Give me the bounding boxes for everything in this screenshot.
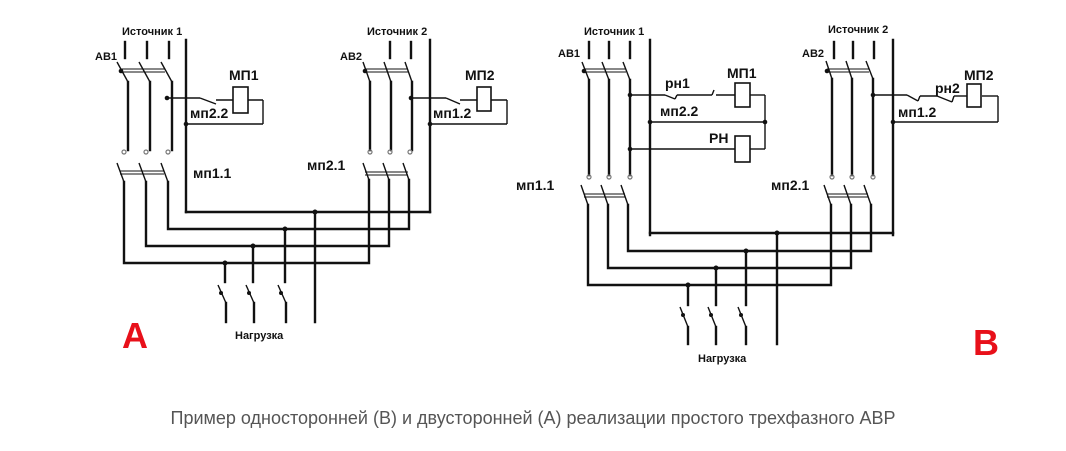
breaker2-label: АВ2 [802, 48, 824, 60]
figure-caption: Пример односторонней (В) и двусторонней … [170, 408, 896, 428]
main-contact2-label: мп2.1 [307, 157, 345, 173]
coil1-label: МП1 [229, 67, 259, 83]
bus-lines-a [122, 178, 432, 266]
contact-mp22-label: мп2.2 [190, 105, 228, 121]
breaker1-label: АВ1 [558, 48, 580, 60]
source2-phase-stubs [388, 40, 413, 60]
coil2-label: МП2 [964, 67, 994, 83]
coil-mp1-circuit: МП1 мп2.2 [164, 67, 264, 127]
coil-mp1 [232, 86, 249, 114]
coil-mp1 [734, 82, 751, 108]
relay-rn-coil [734, 135, 751, 163]
avr-schematics: Источник 1 Источник 2 АВ1 АВ2 [95, 24, 999, 365]
source2-label: Источник 2 [828, 24, 888, 36]
contact-mp22-label: мп2.2 [660, 103, 698, 119]
coil-mp1-circuit: МП1 рн1 мп2.2 [627, 65, 768, 149]
diagram-b: Источник 1 Источник 2 АВ1 АВ2 [516, 24, 999, 365]
coil1-label: МП1 [727, 65, 757, 81]
source1-phase-stubs [587, 40, 632, 60]
source2-label: Источник 2 [367, 26, 427, 38]
coil2-label: МП2 [465, 67, 495, 83]
load-label: Нагрузка [698, 353, 747, 365]
breaker1-label: АВ1 [95, 51, 117, 63]
source1-phase-stubs [123, 40, 171, 60]
diagram-b-letter: B [973, 322, 999, 363]
main-contact-mp21: мп2.1 [307, 149, 413, 181]
relay-rn-circuit: РН [627, 130, 765, 163]
breaker-ab2 [362, 61, 413, 83]
main-contact1-label: мп1.1 [516, 177, 554, 193]
main-contact-mp21: мп2.1 [771, 174, 876, 206]
contact-mp12-label: мп1.2 [898, 104, 936, 120]
breaker2-label: АВ2 [340, 51, 362, 63]
source1-label: Источник 1 [584, 26, 644, 38]
breaker-ab1 [116, 61, 173, 83]
load-label: Нагрузка [235, 330, 284, 342]
load-switches-a [217, 210, 317, 324]
diagram-a-letter: A [122, 315, 148, 356]
source1-label: Источник 1 [122, 26, 182, 38]
contact-mp12-label: мп1.2 [433, 105, 471, 121]
relay-contact1-label: рн1 [665, 75, 690, 91]
load-switches-b [679, 231, 779, 346]
coil-mp2-circuit: МП2 мп1.2 [408, 67, 508, 127]
main-contact2-label: мп2.1 [771, 177, 809, 193]
main-contact-mp11: мп1.1 [116, 149, 231, 183]
coil-mp2-circuit: МП2 рн2 мп1.2 [870, 67, 999, 125]
main-contact-mp11: мп1.1 [516, 174, 633, 206]
bus-lines-b [586, 203, 895, 288]
breaker-ab2 [824, 60, 874, 80]
relay-label: РН [709, 130, 728, 146]
coil-mp2 [966, 83, 982, 108]
coil-mp2 [476, 86, 492, 112]
relay-contact2-label: рн2 [935, 80, 960, 96]
source2-phase-stubs [832, 40, 876, 60]
diagram-a: Источник 1 Источник 2 АВ1 АВ2 [95, 26, 508, 356]
main-contact1-label: мп1.1 [193, 165, 231, 181]
breaker-ab1 [581, 61, 631, 81]
